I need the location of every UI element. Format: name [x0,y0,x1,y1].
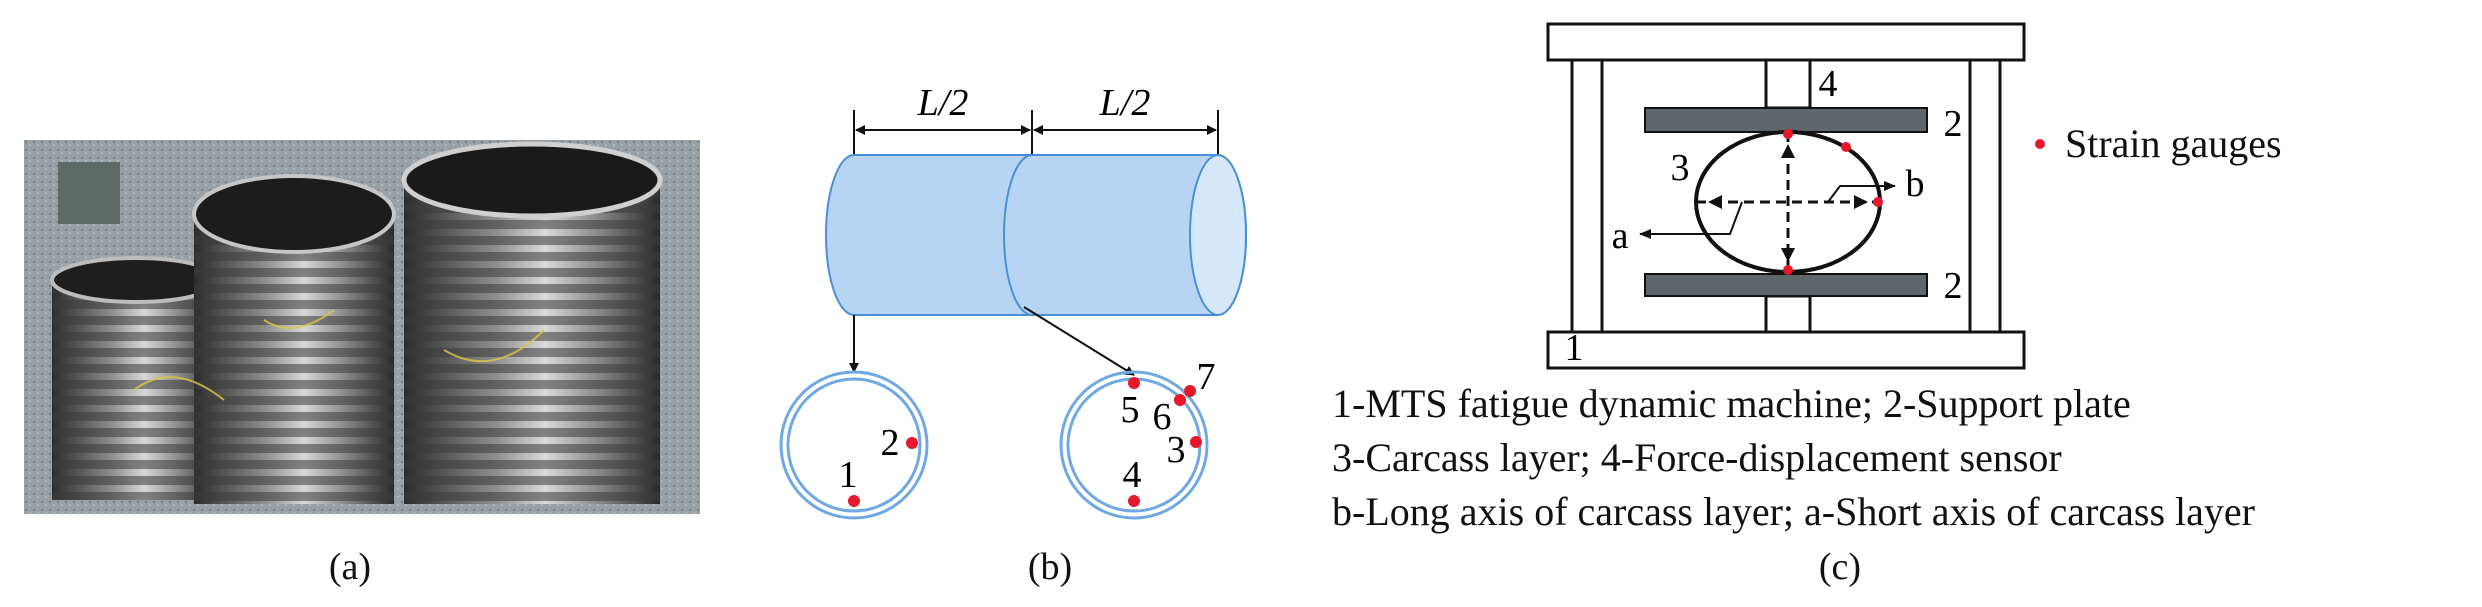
dim-label-left: L/2 [917,85,969,124]
rig-label-4: 4 [1819,63,1838,105]
rig-gauge-bottom [1783,265,1793,275]
rig-gauge-right [1873,197,1883,207]
caption-b: (b) [1027,546,1073,588]
bottom-post [1764,294,1812,334]
cross-section-left [779,370,929,520]
rig-label-a: a [1612,215,1629,257]
rig-label-3: 3 [1671,147,1690,189]
rig-label-1: 1 [1565,327,1584,369]
gauge-dot-icon [2035,138,2045,149]
gauge-point-4 [1128,495,1140,507]
rig-label-2-top: 2 [1944,103,1963,145]
gauge-point-2 [906,437,918,449]
gauge-point-1 [848,495,860,507]
point-label-6: 6 [1153,396,1172,438]
bottom-crossbeam [1546,330,2026,370]
gauge-point-7 [1184,385,1196,397]
point-label-1: 1 [839,454,858,496]
pointer-a [1662,201,1743,235]
rig-gauge-top [1783,129,1793,139]
pointer-b [1827,185,1868,203]
legend-line-3: b-Long axis of carcass layer; a-Short ax… [1332,489,2255,534]
carcass-samples-photo [24,140,700,514]
dim-label-right: L/2 [1099,85,1151,124]
support-plate-top [1644,107,1928,133]
gauge-point-3 [1190,436,1202,448]
point-label-7: 7 [1197,356,1216,398]
gauge-point-5 [1128,377,1140,389]
gauge-point-6 [1174,394,1186,406]
legend-line-1: 1-MTS fatigue dynamic machine; 2-Support… [1332,381,2131,426]
legend-line-2: 3-Carcass layer; 4-Force-displacement se… [1332,435,2062,480]
caption-a: (a) [328,546,372,588]
top-crossbeam [1546,22,2026,62]
carcass-photo-illustration [24,140,700,514]
rig-label-b: b [1906,163,1925,205]
caption-c: (c) [1818,546,1862,588]
point-label-5: 5 [1121,389,1140,431]
strain-gauge-legend: Strain gauges [2035,120,2282,167]
pipe-cylinder [825,154,1247,316]
column-right [1968,58,2002,334]
point-label-2: 2 [881,422,900,464]
measurement-diagram: L/2 L/2 1 2 3 4 5 6 7 [779,85,1247,520]
point-label-4: 4 [1123,454,1142,496]
force-sensor [1764,58,1812,110]
point-label-3: 3 [1167,429,1186,471]
arrow-to-section-right [1023,306,1135,376]
test-rig-diagram: 1 2 2 3 4 b a [1546,22,2026,370]
rig-label-2-bottom: 2 [1944,265,1963,307]
column-left [1570,58,1604,334]
support-plate-bottom [1644,273,1928,297]
gauge-legend-label: Strain gauges [2065,121,2282,166]
rig-gauge-upper-right [1841,142,1851,152]
